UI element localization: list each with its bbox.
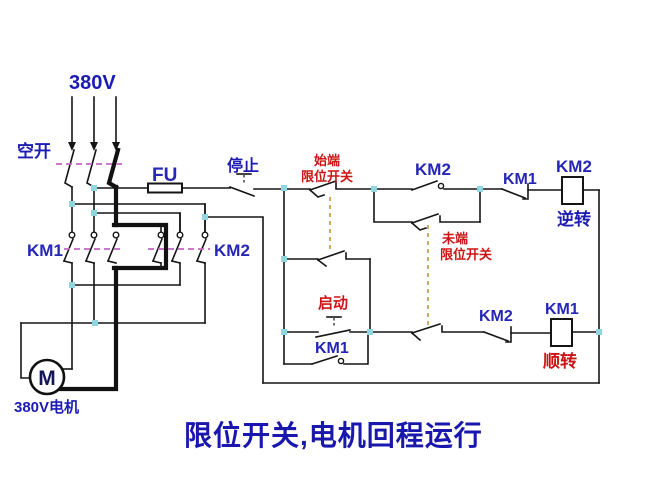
motor-symbol: M [38, 367, 56, 390]
km1-interlock-label: KM1 [503, 171, 537, 188]
km1-latch-label: KM1 [315, 340, 349, 357]
output-merge-wiring [20, 262, 206, 392]
km2-interlock-label: KM2 [479, 308, 513, 325]
start-limit-label-line2: 限位开关 [301, 169, 353, 184]
air-breaker-label: 空开 [17, 141, 51, 161]
km2-no-label: KM2 [415, 160, 451, 179]
diagram-title: 限位开关,电机回程运行 [184, 419, 483, 451]
start-limit-label-line1: 始端 [314, 153, 340, 168]
km2-nc-interlock [482, 326, 552, 343]
phase-arrow-icon [90, 142, 98, 151]
fuse-label: FU [152, 165, 177, 186]
km2-coil-label: KM2 [556, 157, 592, 176]
end-limit-no-contact [410, 322, 485, 342]
km1-coil [550, 318, 600, 347]
start-button [283, 316, 413, 338]
start-button-label: 启动 [318, 294, 348, 312]
km1-latch-contact [283, 331, 369, 366]
start-limit-switch-nc [308, 179, 375, 198]
km1-nc-interlock [479, 183, 563, 200]
junction-dots [69, 185, 602, 335]
phase-arrow-icon [68, 142, 76, 151]
km1-main-label: KM1 [27, 241, 63, 260]
stop-button-label: 停止 [227, 156, 259, 175]
km1-coil-label: KM1 [545, 301, 579, 318]
reverse-run-label: 逆转 [557, 209, 591, 229]
motor-name-label: 380V电机 [14, 398, 79, 416]
km2-coil [561, 176, 600, 205]
stop-button [228, 173, 311, 198]
end-limit-label-line2: 限位开关 [440, 247, 492, 262]
phase-cross-wiring [71, 203, 264, 384]
three-phase-supply [68, 96, 120, 151]
end-limit-label-line1: 未端 [441, 231, 468, 246]
km2-no-contact [373, 179, 481, 192]
motor: M [28, 358, 66, 396]
forward-run-label: 顺转 [543, 351, 577, 371]
km2-main-label: KM2 [214, 241, 250, 260]
start-limit-no-contact [283, 249, 371, 333]
km1-main-contacts [62, 231, 124, 264]
phase-arrow-icon [112, 142, 120, 151]
supply-voltage-label: 380V [69, 72, 116, 94]
end-limit-switch-nc [373, 188, 481, 231]
air-breaker-poles [56, 147, 124, 190]
fuse [93, 182, 231, 194]
